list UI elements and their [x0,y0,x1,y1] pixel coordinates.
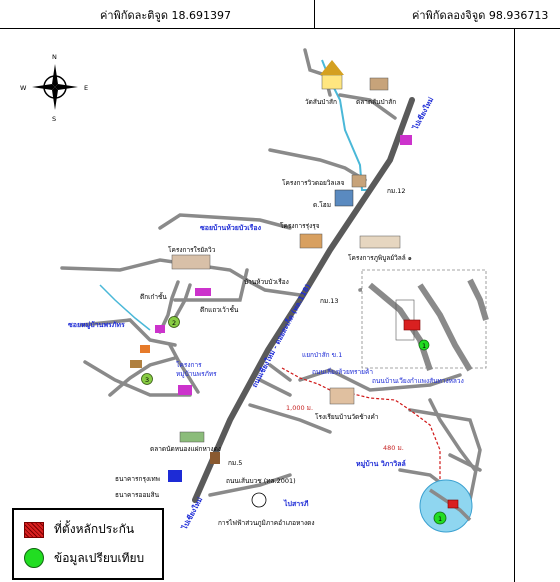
compass-s: S [52,115,56,123]
intersection-label: แยกป่าสัก ข.1 [302,351,342,359]
coordinate-header: ค่าพิกัดละติจูด 18.691397 ค่าพิกัดลองจิจ… [0,0,560,29]
to-sansai-label: ไปสารภี [283,499,309,508]
wat-label: วัดสันป่าสัก [305,98,337,106]
target-comparison-dot [433,511,447,525]
rungruang-icon [299,233,323,249]
tukheatchan-label: ตึกเก๋าชั้น [140,292,167,301]
km-bottom-label: กม.5 [228,459,242,467]
d-home-label: ด.โฮม [313,201,331,209]
inset-dot-num: 1 [422,342,426,350]
latitude-text: ค่าพิกัดละติจูด 18.691397 [100,9,231,22]
km-post-icon [210,452,220,464]
project-top-label: โครงการวิวดอยวิลเลจ [282,179,345,187]
location-map: N S E W [20,48,489,533]
header-divider [314,0,315,28]
compass-w: W [20,84,27,92]
bank-gsb-label: ธนาคารออมสิน [115,491,160,499]
main-highway [192,97,415,503]
legend-row-comparison: ข้อมูลเปรียบเทียบ [24,548,144,568]
km13-label: กม.13 [320,297,339,305]
compass-n: N [52,53,57,61]
marker-2-num: 2 [172,319,176,327]
to-chiangmai-bottom-label: ไปเชียงใหม่ [179,495,204,532]
bank-bangkok-label: ธนาคารกรุงเทพ [115,475,160,483]
target-collateral-marker [447,499,459,509]
hatched-square-icon [24,521,44,538]
project-royal-label: โครงการใรยัลวิว [168,246,216,254]
longitude-text: ค่าพิกัดลองจิจูด 98.936713 [412,9,549,22]
building-brown-icon [130,360,142,368]
project-golden-label: โครงการภูพิบูลย์วิลล์ ๑ [348,254,412,262]
building-bottom-icon [178,385,192,395]
landmark-icons [130,60,412,508]
electricity-icon [251,492,267,508]
temple-icon [321,74,343,90]
marker-3-num: 3 [145,376,149,384]
distance-2-label: 480 ม. [383,444,404,452]
target-property-area: 1 [419,479,473,533]
route-to-property [281,367,441,490]
soi-buarueang-label: ซอยบ้านห้วยบัวเรือง [200,223,262,232]
project-rungruang-label: โครงการรุ่งรุจ [280,222,320,230]
compass-icon: N S E W [20,53,88,123]
building-orange-icon [140,345,150,353]
inset-collateral-marker [403,319,421,331]
road-2001-label: ถนนเส้นบวช (ทล.2001) [226,477,296,485]
legend-row-collateral: ที่ตั้งหลักประกัน [24,520,134,539]
electricity-label: การไฟฟ้าส่วนภูมิภาคอำเภอหางดง [218,519,315,527]
map-frame-right-border [514,28,515,582]
distance-1-label: 1,000 ม. [286,404,313,412]
target-village-label: หมู่บ้าน วิภาวิลล์ [356,459,406,469]
road-sanpatong2-label: ถนนเลี่ยงห้วยทรายค้า [312,367,373,376]
building-top-icon [400,135,412,145]
market-top-icon [369,77,389,91]
village-top-icon [351,174,367,188]
project-bottom-label-1: โครงการ [176,361,202,369]
inset-comparison-dot [418,339,430,351]
tukhaochan-building-icon [195,288,211,296]
map-legend: ที่ตั้งหลักประกัน ข้อมูลเปรียบเทียบ [12,508,164,580]
tukhaochan-label: ตึกแถวเว้าชั้น [200,305,239,314]
royal-view-icon [171,254,211,270]
target-dot-num: 1 [438,515,442,523]
building-mid-icon [155,325,165,333]
market-top-label: ตลาดสันป่าสัก [356,98,396,106]
golden-project-icon [359,235,401,249]
bank-bangkok-icon [168,470,182,482]
comparison-markers: 2 3 [141,316,180,385]
green-dot-icon [24,548,44,568]
km12-label: กม.12 [387,187,406,195]
legend-collateral-label: ที่ตั้งหลักประกัน [54,522,135,536]
school-icon [329,387,355,405]
d-home-icon [334,189,354,207]
road-sanpatong-label: ถนนบ้านเวียงกำแพงสันทางหลวง [372,377,464,385]
legend-comparison-label: ข้อมูลเปรียบเทียบ [54,550,145,565]
market-bottom-icon [179,431,205,443]
market-bottom-label: ตลาดนัดหนองแฝกหางดง [150,445,221,453]
temple-roof-icon [320,60,344,75]
inset-map: 1 [361,269,489,372]
compass-e: E [84,84,88,92]
ban-buarueang-label: บ้านห้วบบัวเรือง [244,278,289,286]
project-bottom-label-2: หมู่บ้านพรภัทร [176,370,217,378]
soi-mooban-label: ซอยหมู่บ้านพรภัทร [68,320,125,330]
school-label: โรงเรียนบ้านวัดช้างคำ [315,413,379,421]
stream-left [99,284,151,331]
